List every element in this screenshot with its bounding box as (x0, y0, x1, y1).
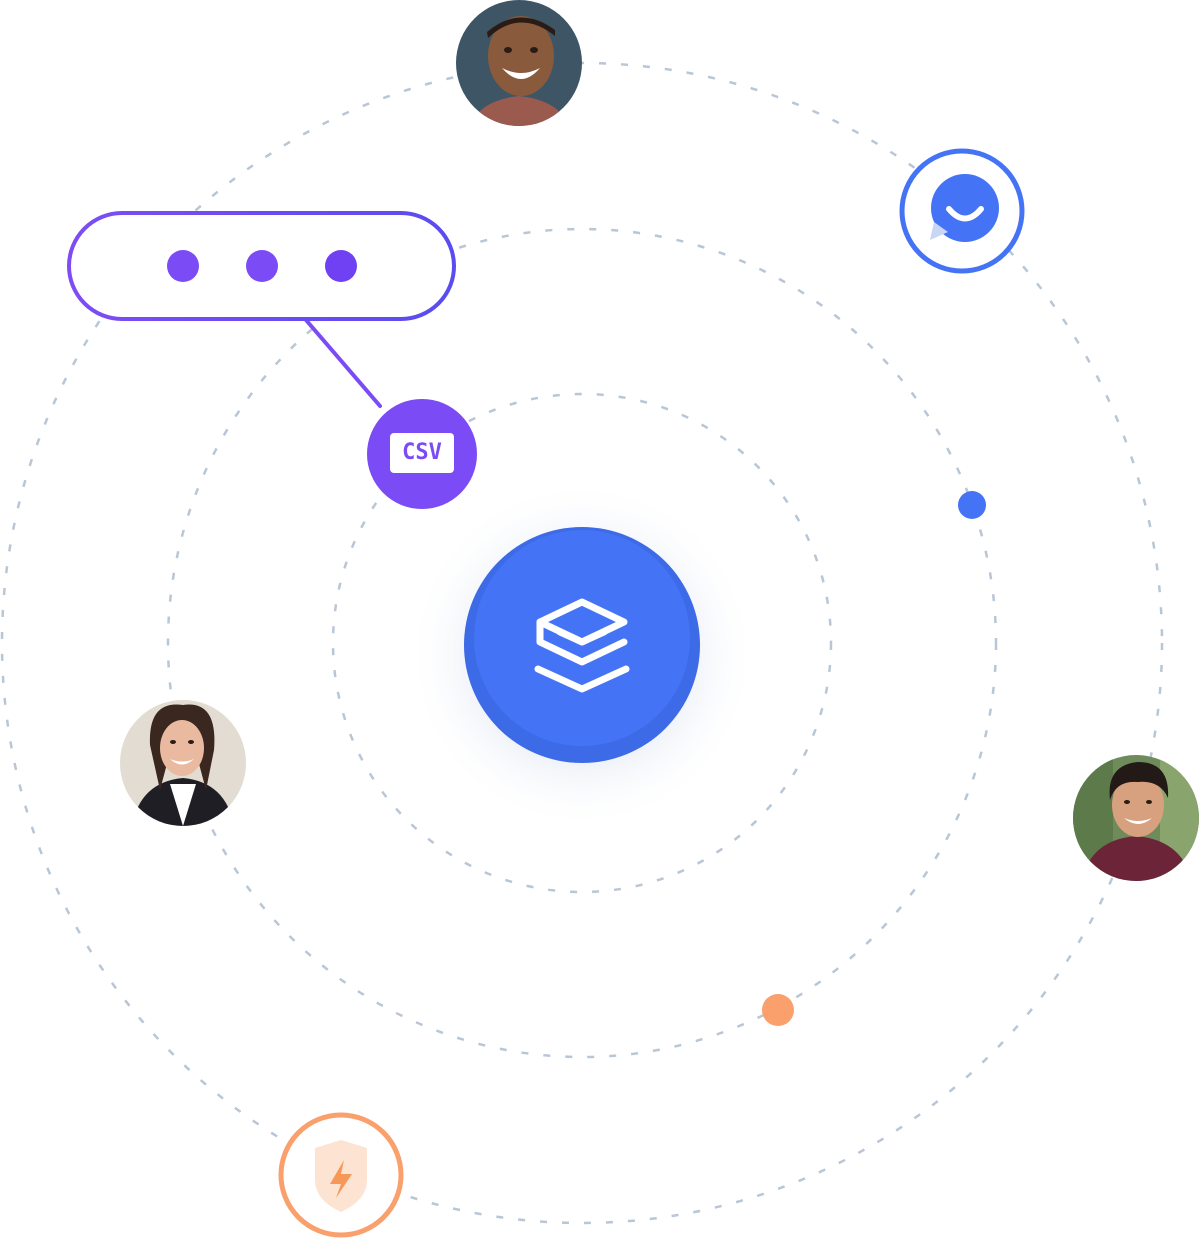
security-badge (278, 1112, 404, 1238)
orbit-ring-inner (331, 392, 833, 894)
orbit-dot-blue (958, 491, 986, 519)
avatar-woman-left (120, 700, 246, 826)
csv-badge (367, 399, 477, 509)
avatar-man-right (1073, 755, 1199, 881)
avatar-man-top (456, 0, 582, 126)
shield-lightning-icon (315, 1140, 367, 1212)
chat-widget (899, 148, 1025, 274)
orbit-ring-middle (166, 227, 998, 1059)
ellipsis-icon (167, 250, 357, 282)
connector-line (304, 318, 382, 408)
csv-label: CSV (402, 440, 442, 465)
stacked-layers-icon (534, 598, 630, 693)
orbit-dot-orange (762, 994, 794, 1026)
smiley-chat-icon (930, 174, 999, 242)
csv-file-icon (390, 433, 454, 473)
center-hub (464, 527, 700, 763)
chat-bubble (67, 211, 456, 321)
